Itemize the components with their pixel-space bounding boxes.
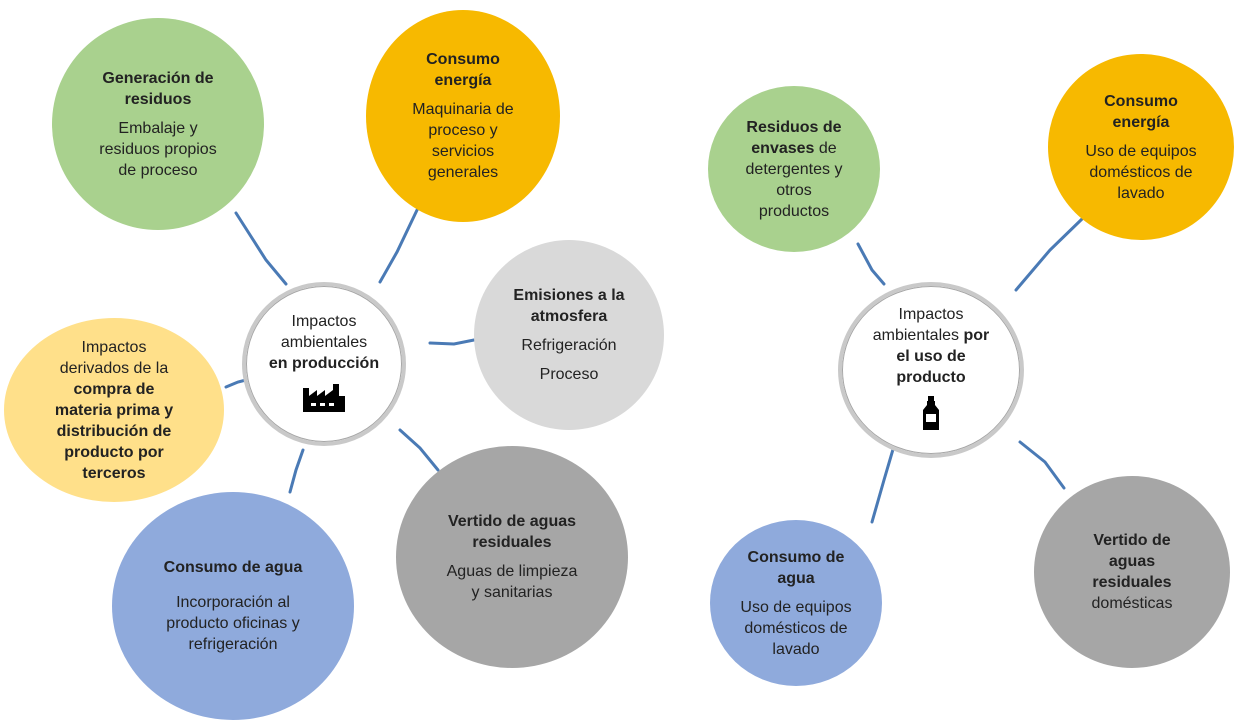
uso-agua-title: Consumo de agua <box>747 548 845 587</box>
residuos-bubble: Generación de residuos Embalaje y residu… <box>52 18 264 230</box>
uso-agua-body: Uso de equipos domésticos de lavado <box>740 598 852 658</box>
envases-text: Residuos de envases de detergentes y otr… <box>745 118 843 220</box>
energia-body: Maquinaria de proceso y servicios genera… <box>412 101 514 181</box>
detergent-bottle-icon <box>921 396 941 436</box>
uso-energia-body: Uso de equipos domésticos de lavado <box>1085 142 1197 202</box>
residuos-body: Embalaje y residuos propios de proceso <box>99 119 217 179</box>
envases-bubble: Residuos de envases de detergentes y otr… <box>708 86 880 252</box>
residuos-title: Generación de residuos <box>102 69 214 108</box>
emisiones-bubble: Emisiones a la atmosfera Refrigeración P… <box>474 240 664 430</box>
compra-bubble: Impactos derivados de la compra de mater… <box>4 318 224 502</box>
uso-producto-hub: Impactos ambientales por el uso de produ… <box>838 282 1024 458</box>
vertido-bubble: Vertido de aguas residuales Aguas de lim… <box>396 446 628 668</box>
uso-agua-bubble: Consumo de agua Uso de equipos doméstico… <box>710 520 882 686</box>
energia-title: Consumo energía <box>426 51 500 89</box>
agua-body: Incorporación al producto oficinas y ref… <box>166 594 300 653</box>
uso-energia-title: Consumo energía <box>1104 92 1178 131</box>
uso-energia-bubble: Consumo energía Uso de equipos doméstico… <box>1048 54 1234 240</box>
vertido-body: Aguas de limpieza y sanitarias <box>446 563 578 601</box>
agua-bubble: Consumo de agua Incorporación al product… <box>112 492 354 720</box>
agua-title: Consumo de agua <box>163 559 303 576</box>
domesticas-bubble: Vertido de aguas residuales domésticas <box>1034 476 1230 668</box>
compra-text: Impactos derivados de la compra de mater… <box>54 338 174 482</box>
produccion-hub: Impactos ambientales en producción <box>242 282 406 446</box>
factory-icon <box>301 382 347 418</box>
domesticas-title: Vertido de aguas residuales <box>1092 532 1172 591</box>
vertido-title: Vertido de aguas residuales <box>447 513 577 551</box>
energia-bubble: Consumo energía Maquinaria de proceso y … <box>366 10 560 222</box>
emisiones-title: Emisiones a la atmosfera <box>513 287 625 325</box>
emisiones-body: Refrigeración Proceso <box>521 337 617 383</box>
domesticas-body: domésticas <box>1091 595 1173 612</box>
